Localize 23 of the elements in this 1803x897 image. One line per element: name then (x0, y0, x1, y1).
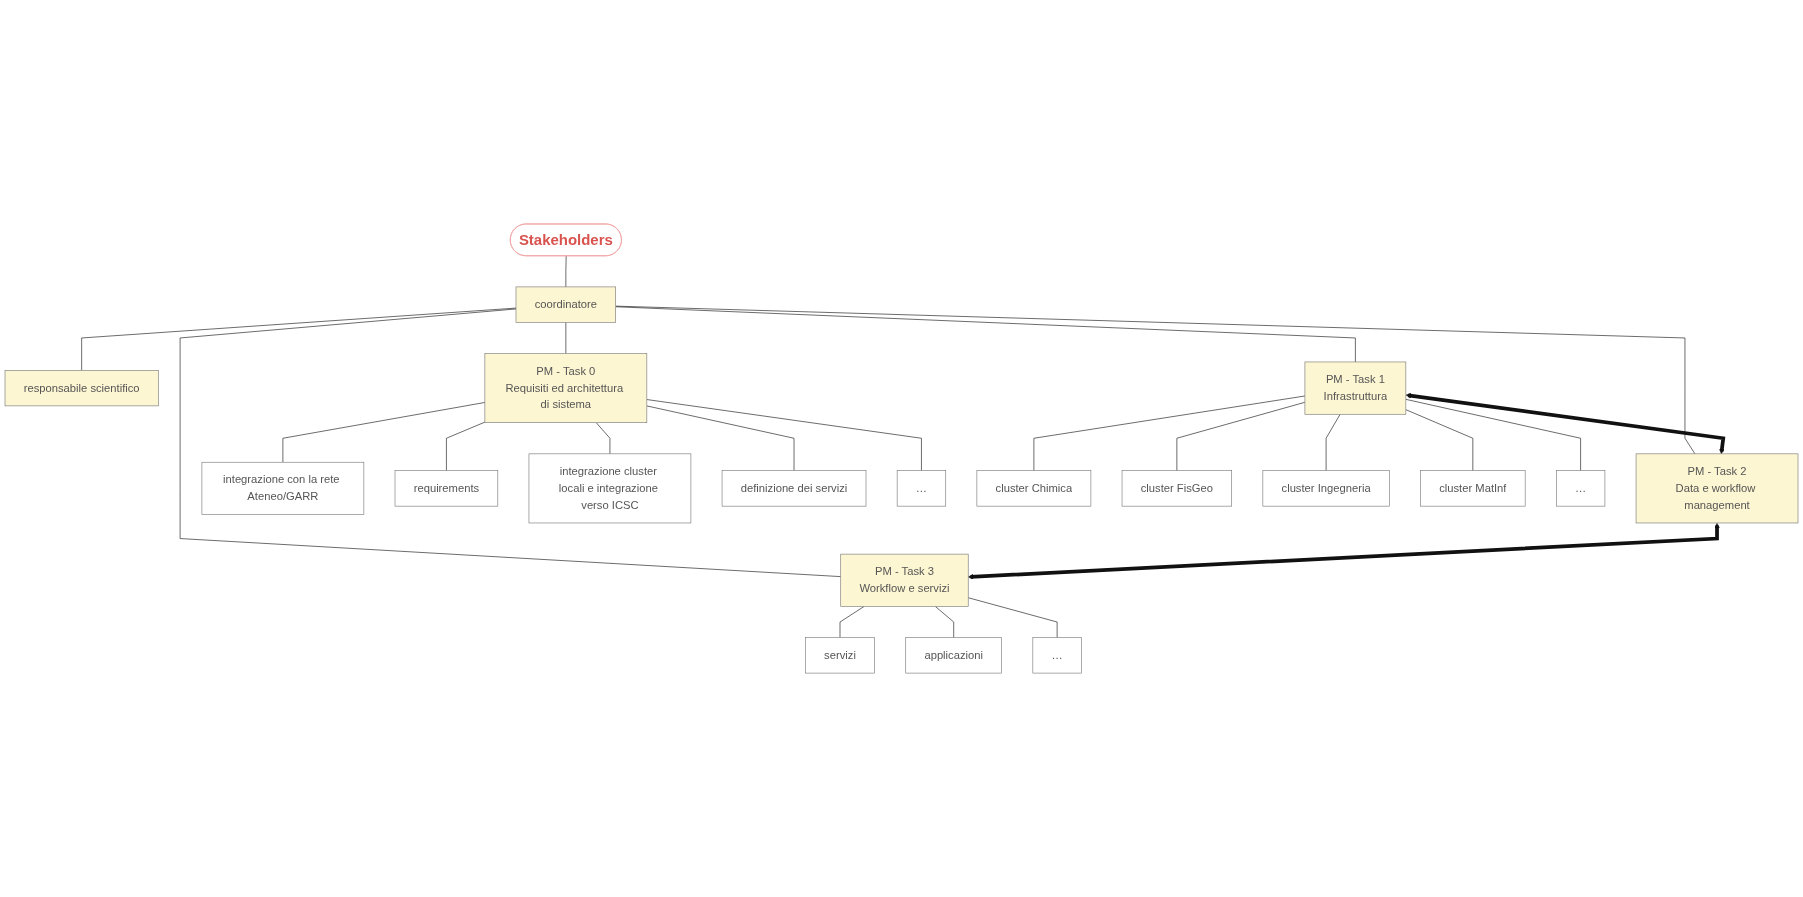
node-box: cluster MatInf (1420, 470, 1526, 507)
connector (615, 306, 1356, 363)
node-box: … (1032, 637, 1082, 674)
connector (615, 305, 1696, 455)
node-box: responsabile scientifico (4, 370, 159, 407)
arrow (1405, 392, 1726, 455)
node-box: PM - Task 0 Requisiti ed architettura di sistema (484, 353, 648, 423)
node-box: applicazioni (905, 637, 1002, 674)
node-box: cluster Ingegneria (1262, 470, 1390, 507)
arrow (968, 522, 1720, 580)
node-box: requirements (394, 470, 499, 507)
node-box: coordinatore (515, 286, 616, 323)
node-box: PM - Task 2 Data e workflow management (1635, 453, 1799, 524)
node-box: … (896, 470, 947, 507)
node-box: cluster Chimica (976, 470, 1092, 507)
node-box: cluster FisGeo (1121, 470, 1232, 507)
node-box: integrazione con la rete Ateneo/GARR (201, 461, 365, 515)
node-box: PM - Task 1 Infrastruttura (1304, 361, 1407, 415)
node-box: servizi (805, 637, 875, 674)
node-box: PM - Task 3 Workflow e servizi (840, 553, 969, 607)
node-box: … (1556, 470, 1606, 507)
node-box: integrazione cluster locali e integrazione verso ICSC (528, 453, 692, 524)
node-box: definizione dei servizi (721, 470, 867, 507)
